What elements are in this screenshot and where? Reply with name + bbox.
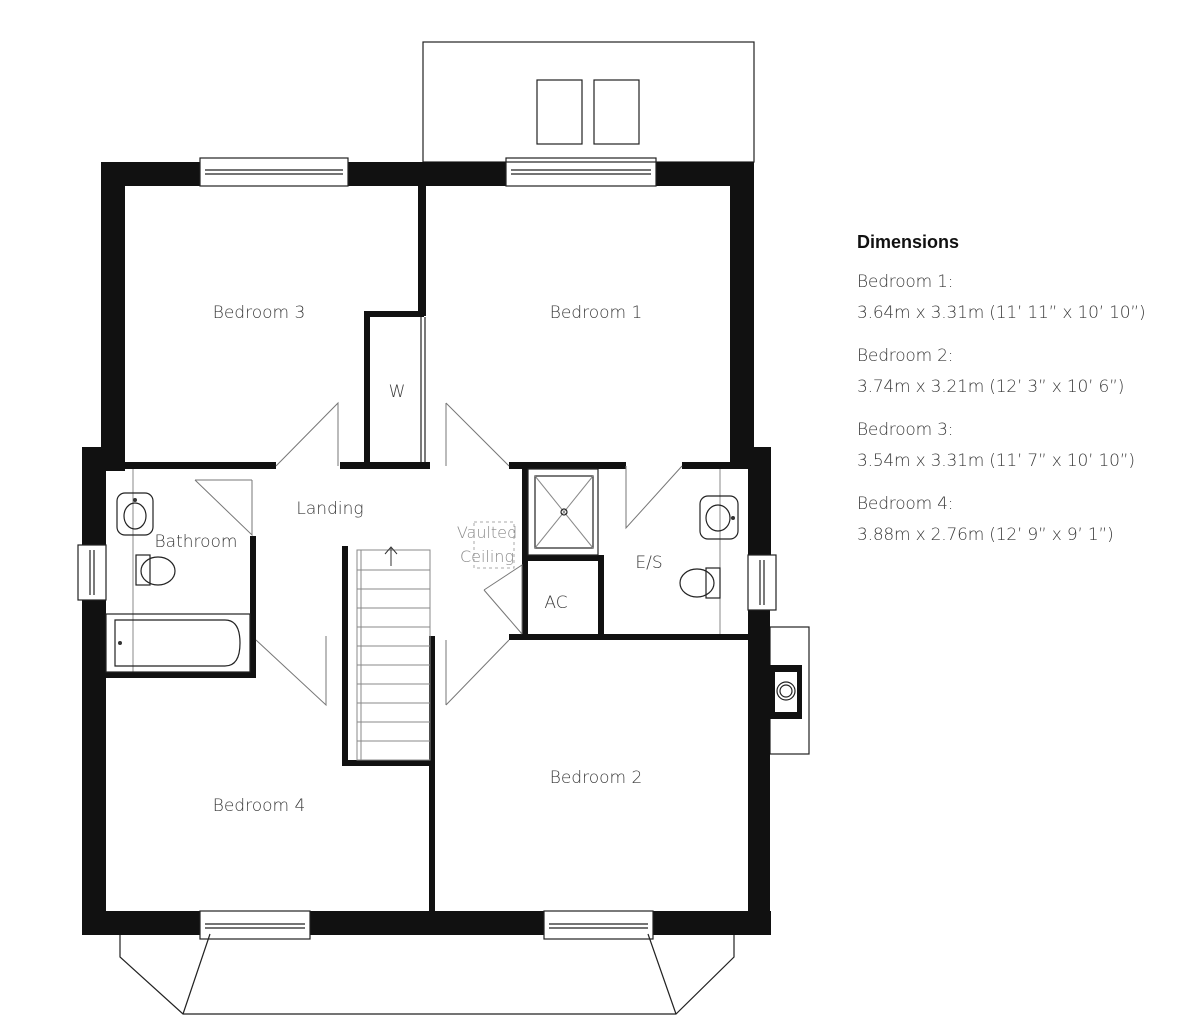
- dimension-item: Bedroom 2: 3.74m x 3.21m (12’ 3” x 10’ 6…: [857, 341, 1187, 403]
- bathroom-fittings: [105, 469, 251, 673]
- room-label-bathroom: Bathroom: [155, 532, 238, 552]
- dimension-room-name: Bedroom 1:: [857, 272, 954, 292]
- room-label-airing-cupboard: AC: [544, 593, 567, 613]
- dimension-room-size: 3.74m x 3.21m (12’ 3” x 10’ 6”): [857, 377, 1125, 397]
- en-suite-fittings: [527, 468, 739, 634]
- dimension-item: Bedroom 3: 3.54m x 3.31m (11’ 7” x 10’ 1…: [857, 415, 1187, 477]
- external-walls: [82, 162, 771, 935]
- dimension-item: Bedroom 4: 3.88m x 2.76m (12’ 9” x 9’ 1”…: [857, 489, 1187, 551]
- dormer-roof: [422, 41, 755, 163]
- vaulted-ceiling-line-1: Vaulted: [457, 523, 517, 542]
- room-label-bedroom-2: Bedroom 2: [550, 768, 643, 788]
- windows: [77, 157, 777, 940]
- dimension-room-size: 3.88m x 2.76m (12’ 9” x 9’ 1”): [857, 525, 1114, 545]
- room-label-en-suite: E/S: [635, 553, 662, 573]
- dimension-room-name: Bedroom 4:: [857, 494, 954, 514]
- room-label-landing: Landing: [296, 499, 363, 519]
- dimension-room-size: 3.64m x 3.31m (11’ 11” x 10’ 10”): [857, 303, 1146, 323]
- dimension-room-name: Bedroom 3:: [857, 420, 954, 440]
- dimension-item: Bedroom 1: 3.64m x 3.31m (11’ 11” x 10’ …: [857, 267, 1187, 329]
- room-label-bedroom-3: Bedroom 3: [213, 303, 306, 323]
- dimensions-panel: Dimensions Bedroom 1: 3.64m x 3.31m (11’…: [857, 232, 1187, 563]
- internal-walls: [106, 186, 748, 914]
- room-label-wardrobe: W: [389, 382, 406, 402]
- vaulted-ceiling-line-2: Ceiling: [460, 547, 514, 566]
- doors: [194, 401, 683, 707]
- dimensions-title: Dimensions: [857, 232, 960, 252]
- vaulted-marker: [473, 521, 515, 569]
- dimension-room-size: 3.54m x 3.31m (11’ 7” x 10’ 10”): [857, 451, 1135, 471]
- room-label-bedroom-4: Bedroom 4: [213, 796, 306, 816]
- bay-window-outline: [119, 933, 735, 1015]
- chimney: [769, 626, 810, 755]
- room-label-bedroom-1: Bedroom 1: [550, 303, 643, 323]
- staircase: [356, 546, 431, 761]
- dimension-room-name: Bedroom 2:: [857, 346, 954, 366]
